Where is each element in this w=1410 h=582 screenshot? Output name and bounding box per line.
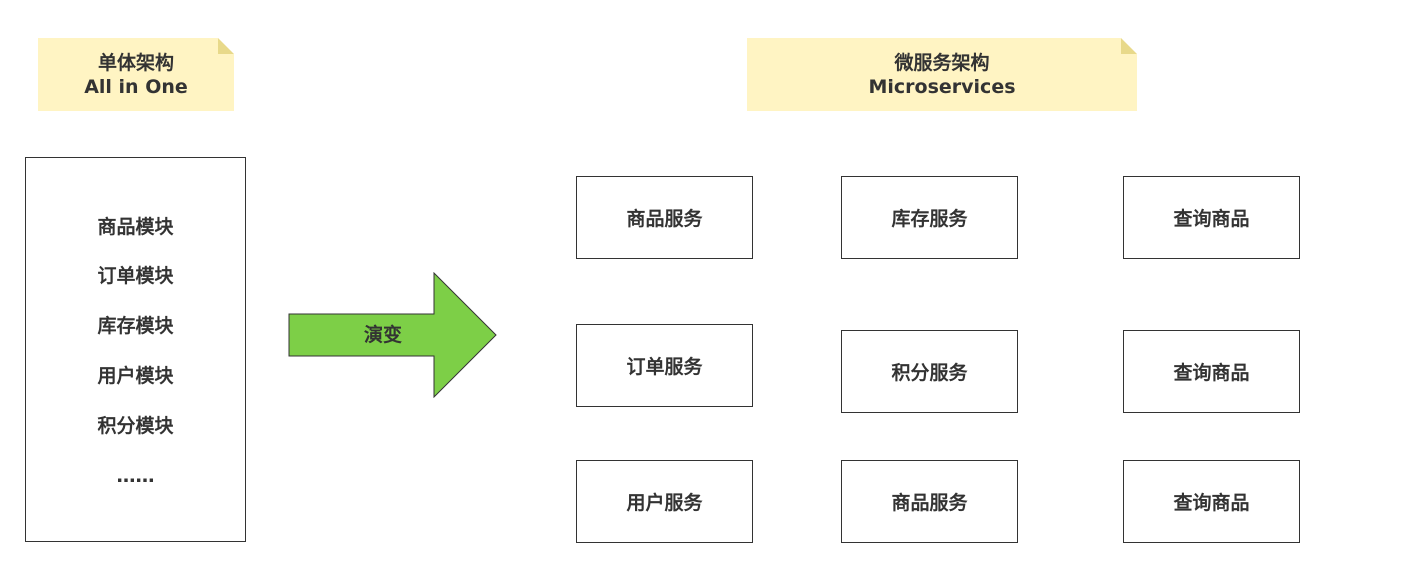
monolith-note: 单体架构 All in One	[38, 38, 234, 111]
microservices-note-subtitle: Microservices	[868, 75, 1016, 98]
evolution-arrow: 演变	[288, 272, 498, 398]
monolith-module: 商品模块	[97, 216, 174, 238]
service-box: 查询商品	[1123, 330, 1300, 413]
arrow-shape	[288, 272, 497, 398]
service-box: 用户服务	[576, 460, 753, 543]
microservices-note: 微服务架构 Microservices	[747, 38, 1137, 111]
service-box: 商品服务	[841, 460, 1018, 543]
service-box: 积分服务	[841, 330, 1018, 413]
monolith-note-title: 单体架构	[97, 51, 174, 74]
note-fold-corner	[1121, 38, 1137, 54]
service-box: 商品服务	[576, 176, 753, 259]
monolith-module: 库存模块	[97, 315, 174, 337]
service-box: 库存服务	[841, 176, 1018, 259]
monolith-box: 商品模块 订单模块 库存模块 用户模块 积分模块 ……	[25, 157, 246, 542]
monolith-module: 用户模块	[97, 365, 174, 387]
service-box: 查询商品	[1123, 176, 1300, 259]
monolith-module: 积分模块	[97, 415, 174, 437]
note-fold-corner	[218, 38, 234, 54]
service-box: 查询商品	[1123, 460, 1300, 543]
monolith-module: 订单模块	[97, 265, 174, 287]
microservices-note-title: 微服务架构	[894, 51, 990, 74]
service-box: 订单服务	[576, 324, 753, 407]
monolith-note-subtitle: All in One	[84, 75, 188, 98]
monolith-module: ……	[116, 465, 155, 487]
evolution-label: 演变	[363, 324, 402, 346]
